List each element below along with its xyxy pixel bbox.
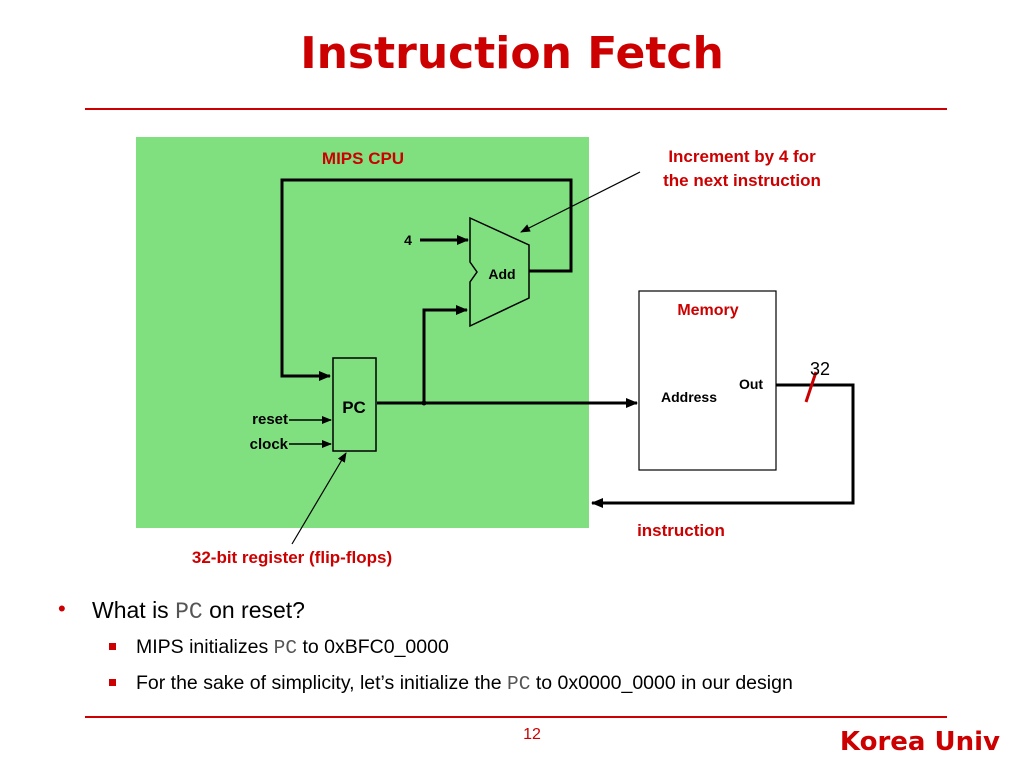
reset-label: reset xyxy=(252,411,288,428)
adder-label: Add xyxy=(488,266,515,282)
sub2-code: PC xyxy=(507,673,531,695)
sub2-prefix: For the sake of simplicity, let’s initia… xyxy=(136,672,508,694)
wire-junction xyxy=(421,400,427,406)
instruction-fetch-diagram: MIPS CPU Add 4 PC reset clock Memory Add… xyxy=(136,137,855,567)
sub1-suffix: to 0xBFC0_0000 xyxy=(297,636,449,658)
pc-next-feedback-wire xyxy=(280,178,573,381)
pc-label: PC xyxy=(342,398,366,417)
bullet-question: • What is PC on reset? xyxy=(58,596,793,626)
register-note-pointer xyxy=(291,452,347,545)
pc-to-adder-wire xyxy=(422,305,468,403)
cpu-region xyxy=(136,137,589,528)
title-divider xyxy=(85,108,947,110)
cpu-label: MIPS CPU xyxy=(322,149,404,168)
constant-four-label: 4 xyxy=(404,232,412,248)
pc-register xyxy=(332,357,377,452)
bullet-square-icon xyxy=(109,643,116,650)
slide-title: Instruction Fetch xyxy=(300,28,724,79)
instruction-wire xyxy=(591,383,855,508)
register-note: 32-bit register (flip-flops) xyxy=(192,548,392,567)
memory-block xyxy=(638,290,777,471)
bullet-square-icon xyxy=(109,679,116,686)
question-suffix: on reset? xyxy=(202,597,305,623)
clock-label: clock xyxy=(250,436,289,453)
bullet-dot-icon: • xyxy=(58,596,66,621)
address-port-label: Address xyxy=(661,389,717,405)
adder-block xyxy=(469,216,530,328)
out-port-label: Out xyxy=(739,376,763,392)
sub-bullet-mips: MIPS initializes PC to 0xBFC0_0000 xyxy=(58,634,793,661)
bus-width-label: 32 xyxy=(810,359,830,379)
bullet-list: • What is PC on reset? MIPS initializes … xyxy=(58,596,793,697)
increment-note-line1: Increment by 4 for xyxy=(668,147,816,166)
footer-brand: Korea Univ xyxy=(839,727,1000,757)
question-prefix: What is xyxy=(92,597,176,623)
sub1-prefix: MIPS initializes xyxy=(136,636,274,658)
sub2-suffix: to 0x0000_0000 in our design xyxy=(530,672,793,694)
increment-note-line2: the next instruction xyxy=(663,171,821,190)
memory-label: Memory xyxy=(677,302,738,319)
instruction-label: instruction xyxy=(637,521,725,540)
sub1-code: PC xyxy=(273,637,298,659)
footer-divider xyxy=(85,716,947,718)
page-number: 12 xyxy=(523,726,541,743)
increment-note-pointer xyxy=(520,171,641,233)
bus-width-slash xyxy=(804,371,818,403)
sub-bullet-simplicity: For the sake of simplicity, let’s initia… xyxy=(58,670,793,697)
question-code: PC xyxy=(175,599,203,625)
